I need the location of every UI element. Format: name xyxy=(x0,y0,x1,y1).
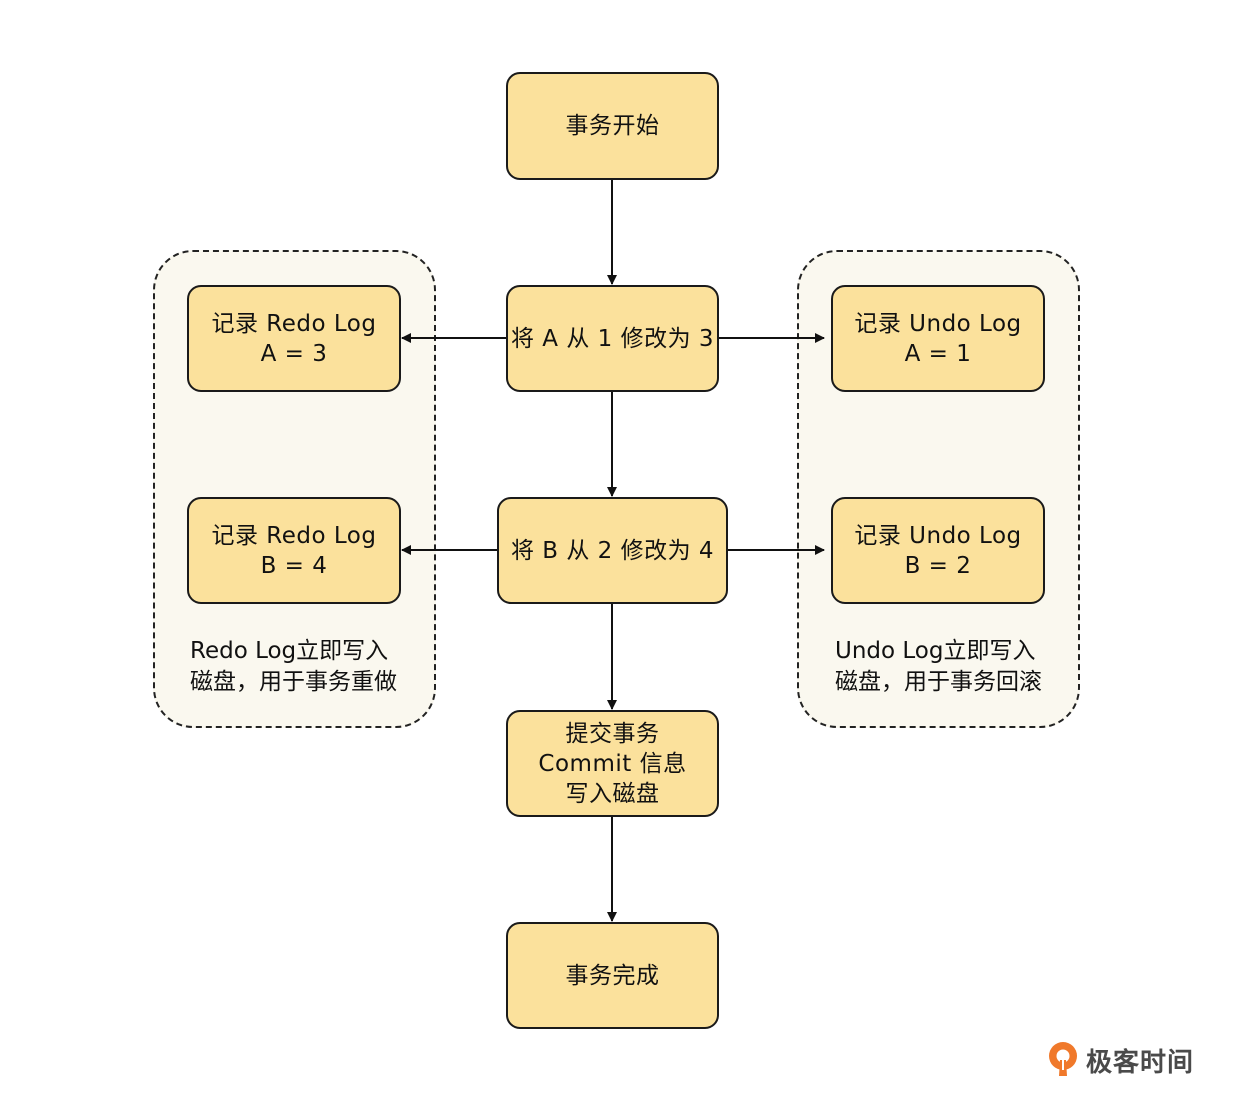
node-undo-log-a-value: A = 1 xyxy=(904,340,972,367)
node-undo-log-b-title: 记录 Undo Log xyxy=(854,522,1022,549)
redo-log-note: Redo Log立即写入 磁盘，用于事务重做 xyxy=(190,636,397,698)
geektime-logo: 极客时间 xyxy=(1046,1040,1194,1080)
redo-log-note-line-1: Redo Log立即写入 xyxy=(190,638,389,664)
geektime-logo-text: 极客时间 xyxy=(1086,1047,1195,1078)
node-redo-log-a-title: 记录 Redo Log xyxy=(211,310,377,337)
undo-log-note: Undo Log立即写入 磁盘，用于事务回滚 xyxy=(835,636,1042,698)
node-commit-line-3: 写入磁盘 xyxy=(565,780,660,807)
node-undo-log-a: 记录 Undo Log A = 1 xyxy=(831,285,1045,392)
node-redo-log-b-value: B = 4 xyxy=(260,552,328,579)
node-commit-line-2: Commit 信息 xyxy=(538,750,687,777)
node-transaction-start-label: 事务开始 xyxy=(565,113,660,139)
node-transaction-start: 事务开始 xyxy=(506,72,719,180)
undo-log-note-line-2: 磁盘，用于事务回滚 xyxy=(835,669,1042,695)
node-commit: 提交事务 Commit 信息 写入磁盘 xyxy=(506,710,719,817)
node-undo-log-a-title: 记录 Undo Log xyxy=(854,310,1022,337)
node-modify-a-label: 将 A 从 1 修改为 3 xyxy=(510,325,715,352)
node-commit-line-1: 提交事务 xyxy=(565,720,660,747)
node-modify-b-label: 将 B 从 2 修改为 4 xyxy=(510,537,715,564)
node-transaction-end: 事务完成 xyxy=(506,922,719,1029)
node-modify-b: 将 B 从 2 修改为 4 xyxy=(497,497,728,604)
node-transaction-end-label: 事务完成 xyxy=(565,962,660,989)
node-undo-log-b-value: B = 2 xyxy=(904,552,972,579)
node-modify-a: 将 A 从 1 修改为 3 xyxy=(506,285,719,392)
node-redo-log-b: 记录 Redo Log B = 4 xyxy=(187,497,401,604)
node-undo-log-b: 记录 Undo Log B = 2 xyxy=(831,497,1045,604)
node-redo-log-b-title: 记录 Redo Log xyxy=(211,522,377,549)
undo-log-note-line-1: Undo Log立即写入 xyxy=(835,638,1036,664)
redo-log-note-line-2: 磁盘，用于事务重做 xyxy=(190,669,397,695)
node-redo-log-a-value: A = 3 xyxy=(260,340,328,367)
node-redo-log-a: 记录 Redo Log A = 3 xyxy=(187,285,401,392)
geektime-logo-icon xyxy=(1049,1042,1077,1076)
